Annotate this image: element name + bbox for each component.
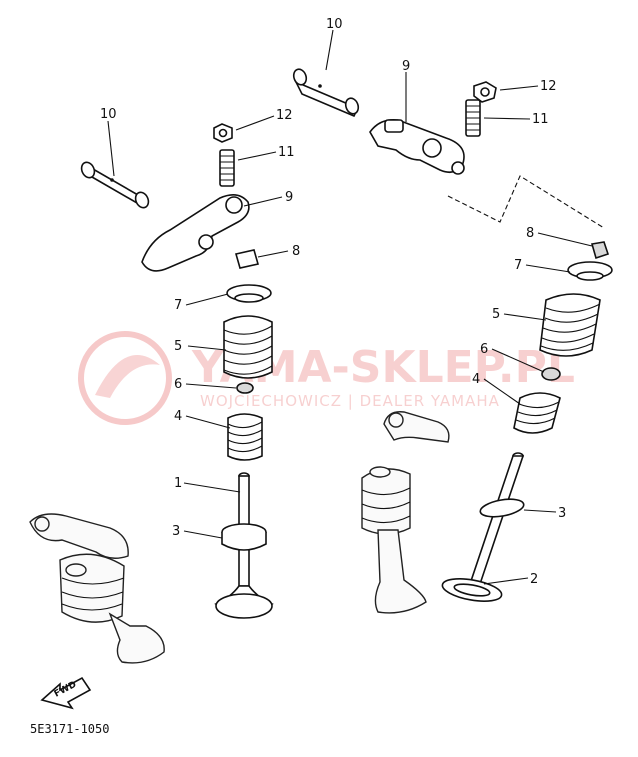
callout-9-left: 9 (285, 190, 293, 205)
rocker-arm-right (369, 118, 465, 175)
callout-3-right: 3 (558, 506, 566, 521)
callout-11-right: 11 (532, 112, 549, 127)
callout-3-left: 3 (172, 524, 180, 539)
ghost-valve-center (361, 466, 427, 614)
callout-12-right: 12 (540, 79, 557, 94)
fwd-direction-icon: FWD (40, 676, 92, 710)
inner-spring-right (513, 392, 561, 434)
adjust-screw-right (465, 99, 481, 137)
watermark-logo-mark (95, 355, 160, 398)
inner-spring-left (227, 413, 263, 461)
rocker-arm-left (141, 194, 250, 272)
leader-lines (107, 29, 593, 585)
valve-cap-right (590, 241, 610, 260)
outer-spring-right (539, 293, 601, 357)
callout-2: 2 (530, 572, 538, 587)
ghost-assembly-left (29, 513, 165, 664)
watermark-logo-icon (78, 331, 172, 425)
callout-12-left: 12 (276, 108, 293, 123)
watermark-subtitle: WOJCIECHOWICZ | DEALER YAMAHA (200, 392, 500, 410)
spring-seat-right (541, 367, 561, 381)
exhaust-valve-right (441, 452, 525, 602)
lock-nut-right (473, 81, 497, 103)
callout-1: 1 (174, 476, 182, 491)
callout-11-left: 11 (278, 145, 295, 160)
callout-labels: 10 9 12 11 10 12 11 9 8 7 5 6 4 1 3 8 7 … (100, 17, 566, 587)
ghost-rocker-center (383, 411, 450, 443)
callout-8-right: 8 (526, 226, 534, 241)
adjust-screw-left (219, 149, 235, 187)
diagram-code: 5E3171-1050 (30, 722, 110, 736)
watermark: YAMA-SKLEP.PL WOJCIECHOWICZ | DEALER YAM… (78, 331, 575, 425)
callout-4-left: 4 (174, 409, 182, 424)
intake-valve-left (214, 472, 274, 619)
outer-spring-left (223, 315, 273, 379)
spring-retainer-right (567, 261, 613, 281)
callout-8-left: 8 (292, 244, 300, 259)
callout-9-right: 9 (402, 59, 410, 74)
callout-5-right: 5 (492, 307, 500, 322)
valve-cap-left (234, 249, 260, 269)
dashed-guide-right (447, 175, 605, 229)
lock-nut-left (213, 123, 233, 143)
spring-retainer-left (226, 284, 272, 303)
callout-10-top: 10 (326, 17, 343, 32)
callout-7-left: 7 (174, 298, 182, 313)
callout-6-left: 6 (174, 377, 182, 392)
rocker-shaft-left (80, 161, 150, 209)
callout-4-right: 4 (472, 372, 480, 387)
callout-7-right: 7 (514, 258, 522, 273)
callout-6-right: 6 (480, 342, 488, 357)
callout-10-left: 10 (100, 107, 117, 122)
rocker-shaft-right (292, 68, 360, 117)
callout-5-left: 5 (174, 339, 182, 354)
spring-seat-left (236, 382, 254, 394)
